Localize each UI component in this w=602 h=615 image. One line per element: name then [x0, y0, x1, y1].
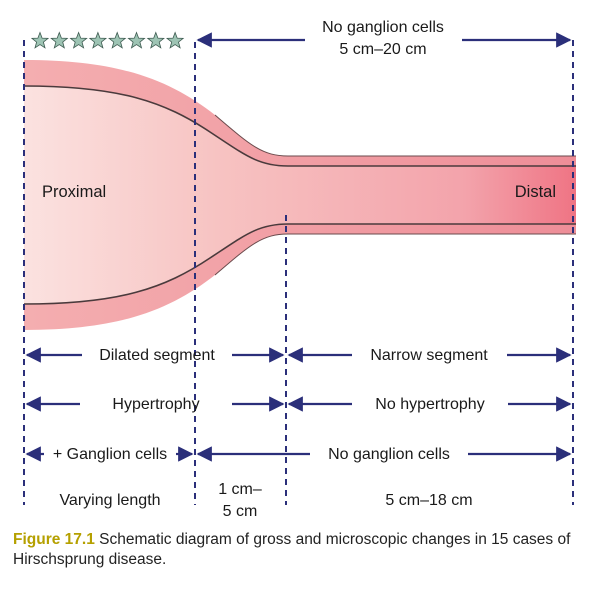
hypertrophy-label: Hypertrophy	[112, 396, 199, 413]
bowel-inner-upper-edge	[23, 85, 576, 167]
top-no-ganglion-label: No ganglion cells	[322, 19, 444, 36]
star-icon	[88, 31, 108, 49]
proximal-label: Proximal	[42, 183, 106, 201]
caption-text: Schematic diagram of gross and microscop…	[13, 531, 571, 568]
bowel-outer-upper-edge	[214, 114, 576, 157]
bowel-lumen	[24, 86, 576, 304]
distal-label: Distal	[515, 183, 556, 201]
dilated-segment-label: Dilated segment	[99, 347, 215, 364]
bowel-tube	[23, 60, 576, 330]
no-hypertrophy-label: No hypertrophy	[375, 396, 484, 413]
plus-ganglion-label: + Ganglion cells	[53, 446, 167, 463]
star-icon	[146, 31, 165, 49]
transition-length-line1: 1 cm–	[218, 481, 262, 498]
figure-caption: Figure 17.1 Schematic diagram of gross a…	[13, 530, 593, 570]
varying-length-label: Varying length	[59, 492, 160, 509]
transition-length-line2: 5 cm	[223, 503, 258, 520]
top-range-label: 5 cm–20 cm	[339, 41, 426, 58]
figure-label: Figure 17.1	[13, 531, 95, 548]
boundary-lines	[23, 40, 574, 505]
star-icon	[127, 31, 146, 49]
star-icon	[165, 31, 185, 49]
hirschsprung-diagram: No ganglion cells 5 cm–20 cm Proximal Di…	[23, 19, 576, 520]
narrow-range-label: 5 cm–18 cm	[385, 492, 472, 509]
no-ganglion-label: No ganglion cells	[328, 446, 450, 463]
bowel-inner-lower-edge	[23, 223, 576, 305]
star-icon	[108, 31, 127, 49]
narrow-segment-label: Narrow segment	[370, 347, 488, 364]
star-icon	[69, 31, 88, 49]
ganglion-cell-stars	[30, 31, 185, 49]
star-icon	[50, 31, 69, 49]
bowel-outer-lower-edge	[214, 233, 576, 276]
star-icon	[30, 31, 50, 49]
